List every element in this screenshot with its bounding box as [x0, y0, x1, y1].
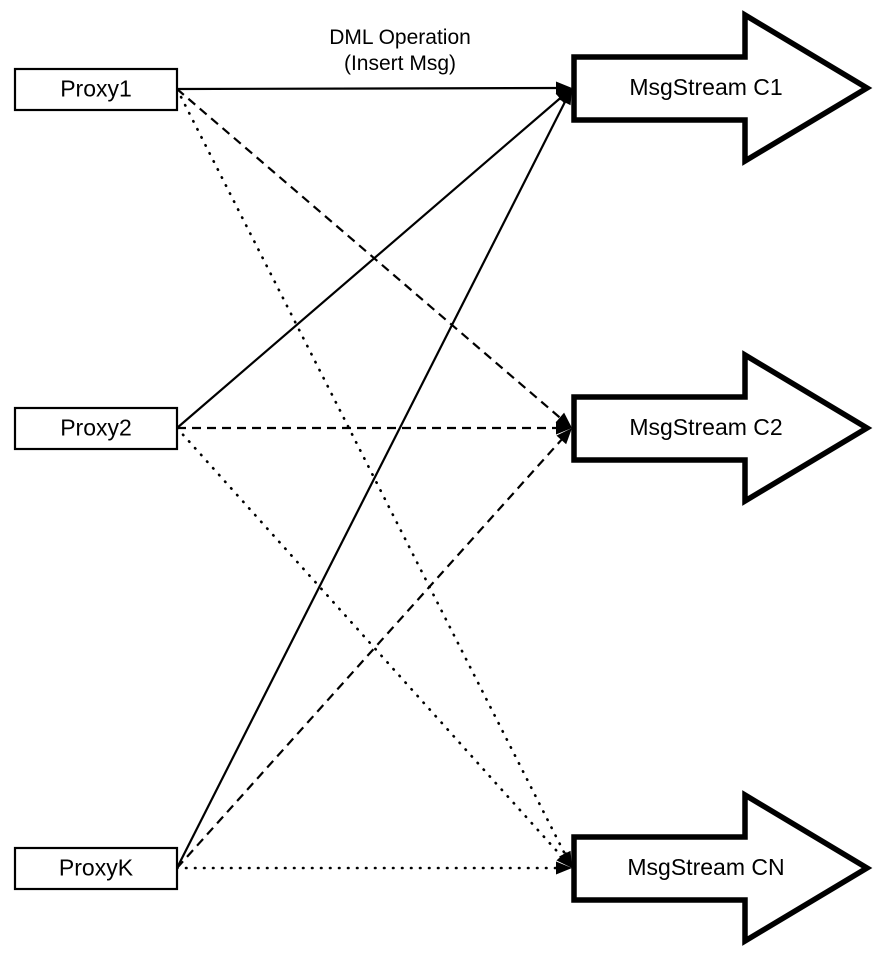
stream-arrow-shape-msgstream-c2[interactable]: [571, 350, 873, 506]
edge-caption: DML Operation (Insert Msg): [329, 26, 471, 75]
arrowhead-proxy1-to-c1: [555, 81, 572, 95]
edge-proxy1-to-c1: [176, 86, 560, 91]
stream-label-msgstream-c1: MsgStream C1: [629, 74, 782, 100]
edge-caption-line1: DML Operation: [329, 26, 471, 49]
arrowhead-proxyk-to-cn: [556, 861, 572, 875]
edge-proxy2-to-c1: [176, 95, 563, 429]
arrowhead-proxy1-to-c2: [555, 412, 572, 428]
node-proxyk[interactable]: ProxyK: [13, 846, 179, 891]
node-proxy2[interactable]: Proxy2: [13, 406, 179, 451]
node-proxy1[interactable]: Proxy1: [13, 67, 179, 112]
edge-caption-line2: (Insert Msg): [344, 52, 456, 75]
streams-layer: MsgStream C1 MsgStream C2 MsgStream CN: [571, 10, 873, 946]
node-label-proxy2: Proxy2: [60, 415, 132, 441]
stream-arrow-shape-msgstream-c1[interactable]: [571, 10, 873, 166]
stream-msgstream-cn[interactable]: MsgStream CN: [571, 790, 873, 946]
edge-proxy1-to-c2: [176, 88, 563, 421]
stream-label-msgstream-cn: MsgStream CN: [627, 854, 784, 880]
edges-layer: [175, 86, 568, 870]
edge-proxy2-to-cn: [175, 426, 565, 860]
stream-msgstream-c1[interactable]: MsgStream C1: [571, 10, 873, 166]
arrowhead-proxyk-to-c1: [558, 88, 572, 106]
stream-msgstream-c2[interactable]: MsgStream C2: [571, 350, 873, 506]
stream-label-msgstream-c2: MsgStream C2: [629, 414, 782, 440]
node-box-proxy2[interactable]: [13, 406, 179, 451]
node-label-proxyk: ProxyK: [59, 855, 134, 881]
arrowhead-proxyk-to-c2: [556, 428, 572, 445]
edge-proxy1-to-cn: [175, 87, 568, 858]
node-box-proxyk[interactable]: [13, 846, 179, 891]
arrowheads-layer: [555, 81, 572, 875]
edge-proxyk-to-c2: [176, 436, 565, 869]
node-label-proxy1: Proxy1: [60, 76, 132, 102]
arrowhead-proxy2-to-c2: [556, 421, 572, 435]
stream-arrow-shape-msgstream-cn[interactable]: [571, 790, 873, 946]
edge-proxyk-to-c1: [176, 99, 568, 869]
node-box-proxy1[interactable]: [13, 67, 179, 112]
arrowhead-proxy2-to-cn: [556, 851, 572, 868]
